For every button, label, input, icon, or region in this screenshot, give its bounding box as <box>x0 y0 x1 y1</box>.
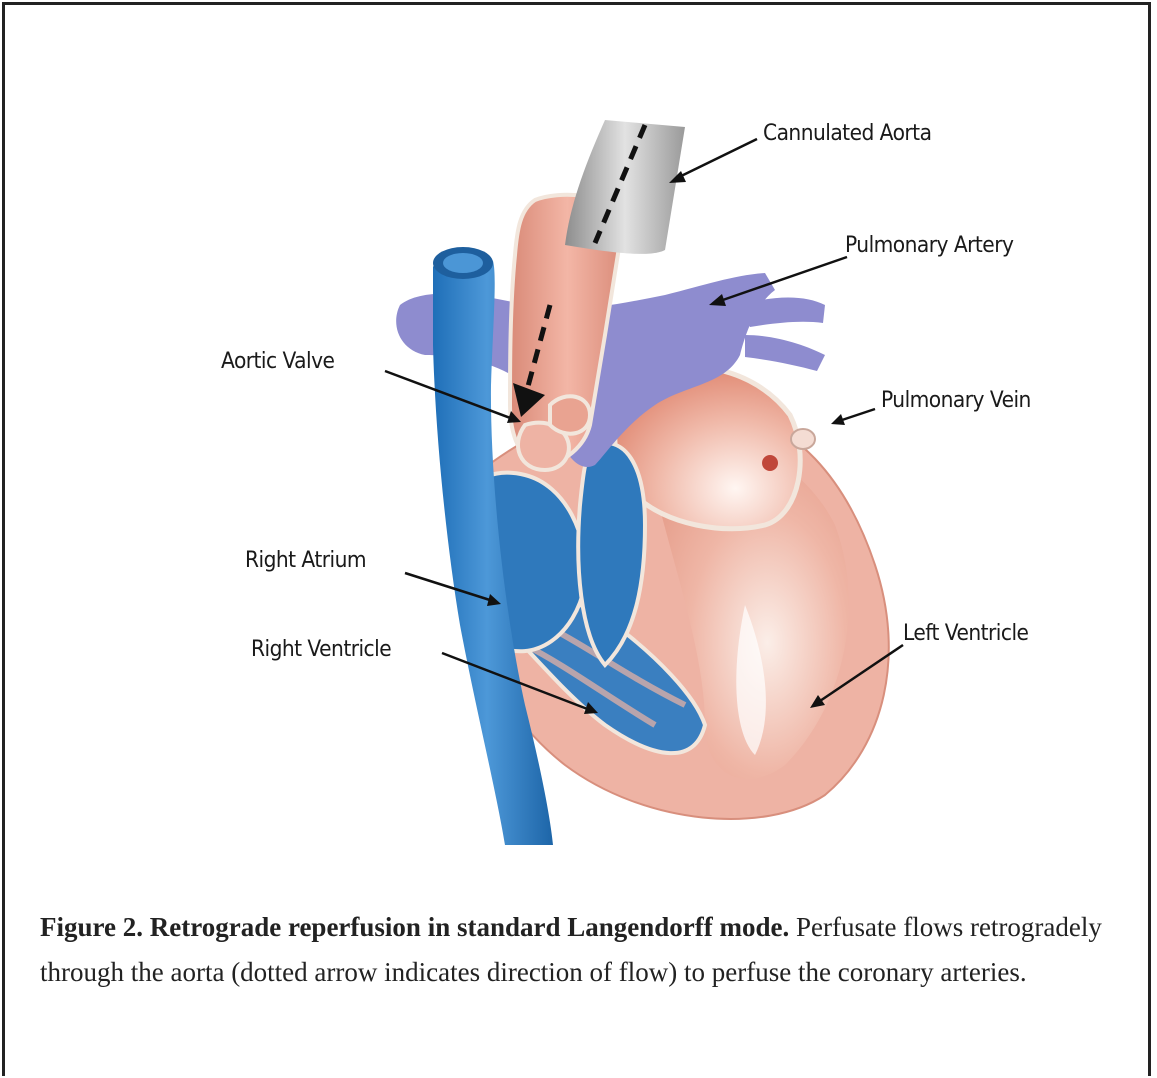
heart-diagram <box>5 5 1154 885</box>
label-right-atrium: Right Atrium <box>245 548 366 573</box>
pulmonary-vein-shape <box>791 429 815 449</box>
label-pulmonary-vein: Pulmonary Vein <box>881 388 1031 413</box>
caption-title: Figure 2. Retrograde reperfusion in stan… <box>40 912 789 942</box>
figure-caption: Figure 2. Retrograde reperfusion in stan… <box>40 905 1140 995</box>
cannula-shape <box>565 120 685 254</box>
label-pulmonary-artery: Pulmonary Artery <box>845 233 1013 258</box>
label-aortic-valve: Aortic Valve <box>221 349 334 374</box>
vena-cava-opening-inner <box>443 253 483 273</box>
pulmonary-artery-branch-2 <box>745 335 825 371</box>
leader-cannulated-aorta <box>675 139 757 179</box>
left-atrium-spot <box>762 455 778 471</box>
label-cannulated-aorta: Cannulated Aorta <box>763 121 931 146</box>
label-right-ventricle: Right Ventricle <box>251 637 391 662</box>
leader-pulmonary-vein <box>839 409 875 421</box>
aortic-valve-leaflet <box>550 396 590 433</box>
pulmonary-artery-branch-1 <box>740 298 825 328</box>
label-left-ventricle: Left Ventricle <box>903 621 1028 646</box>
